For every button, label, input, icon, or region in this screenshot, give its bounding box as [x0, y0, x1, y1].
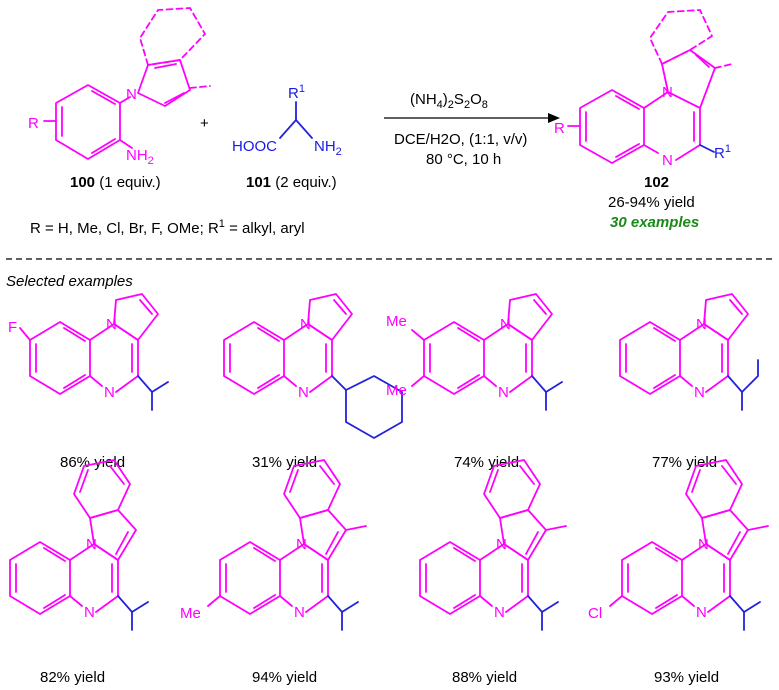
reactant-100-r-label: R	[28, 115, 39, 132]
reactant-101-r1-label: R1	[288, 83, 305, 102]
example-3-me-top: Me	[386, 313, 407, 330]
example-5-n2: N	[84, 604, 95, 621]
reactant-101-hooc-label: HOOC	[232, 138, 277, 155]
conditions-oxidant: (NH4)2S2O8	[410, 91, 488, 111]
product-r-label: R	[554, 120, 565, 137]
example-8-yield: 93% yield	[654, 669, 719, 686]
example-4-n2: N	[694, 384, 705, 401]
reactant-100-caption: 100 (1 equiv.)	[70, 174, 161, 191]
reactant-101-caption: 101 (2 equiv.)	[246, 174, 337, 191]
reactant-101-nh2-label: NH2	[314, 138, 342, 158]
example-3-structure	[411, 293, 563, 411]
example-7-structure	[419, 459, 567, 631]
substituent-scope: R = H, Me, Cl, Br, F, OMe; R1 = alkyl, a…	[30, 218, 305, 237]
example-8-n2: N	[696, 604, 707, 621]
reactant-100-structure	[43, 7, 211, 160]
example-4-yield: 77% yield	[652, 454, 717, 471]
examples-count: 30 examples	[610, 214, 699, 231]
example-2-yield: 31% yield	[252, 454, 317, 471]
example-7-n2: N	[494, 604, 505, 621]
section-title: Selected examples	[6, 273, 133, 290]
example-2-structure	[223, 293, 403, 439]
product-caption: 102	[644, 174, 669, 191]
example-4-structure	[619, 293, 759, 411]
reactant-101-structure	[279, 101, 313, 139]
product-n2-label: N	[662, 152, 673, 169]
product-n1-label: N	[662, 84, 673, 101]
example-3-n2: N	[498, 384, 509, 401]
example-8-structure	[609, 459, 769, 631]
example-8-n1: N	[698, 536, 709, 553]
example-5-yield: 82% yield	[40, 669, 105, 686]
example-1-f-label: F	[8, 319, 17, 336]
example-1-yield: 86% yield	[60, 454, 125, 471]
example-3-n1: N	[500, 316, 511, 333]
product-102-structure	[567, 9, 733, 164]
reaction-arrowhead	[548, 113, 560, 123]
example-6-yield: 94% yield	[252, 669, 317, 686]
example-1-n1: N	[106, 316, 117, 333]
example-3-yield: 74% yield	[454, 454, 519, 471]
reactant-100-nh2-label: NH2	[126, 147, 154, 167]
conditions-solvent: DCE/H2O, (1:1, v/v)	[394, 131, 527, 148]
example-2-n1: N	[300, 316, 311, 333]
example-4-n1: N	[696, 316, 707, 333]
example-5-structure	[9, 459, 149, 631]
reactant-100-n-label: N	[126, 86, 137, 103]
example-1-structure	[19, 293, 169, 411]
example-6-structure	[207, 459, 367, 631]
example-6-n1: N	[296, 536, 307, 553]
example-7-yield: 88% yield	[452, 669, 517, 686]
conditions-temp-time: 80 °C, 10 h	[426, 151, 501, 168]
example-1-n2: N	[104, 384, 115, 401]
example-3-me-bottom: Me	[386, 382, 407, 399]
example-2-n2: N	[298, 384, 309, 401]
example-6-n2: N	[294, 604, 305, 621]
example-7-n1: N	[496, 536, 507, 553]
plus-sign: +	[200, 115, 209, 132]
example-5-n1: N	[86, 536, 97, 553]
example-8-cl-label: Cl	[588, 605, 602, 622]
product-r1-label: R1	[714, 143, 731, 162]
example-6-me-label: Me	[180, 605, 201, 622]
yield-range: 26-94% yield	[608, 194, 695, 211]
